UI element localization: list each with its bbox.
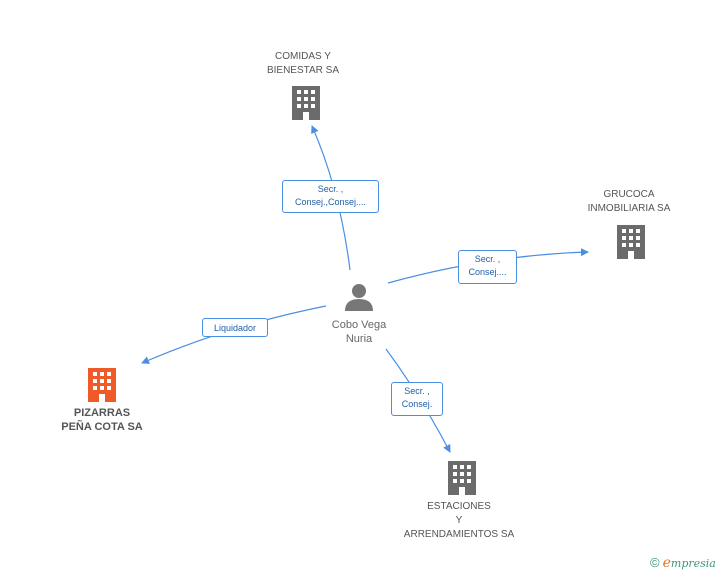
company-name-line: ESTACIONES bbox=[427, 501, 491, 512]
company-name-line: ARRENDAMIENTOS SA bbox=[403, 529, 515, 540]
relation-role-line: Secr. , bbox=[474, 254, 501, 264]
brand-name: mpresia bbox=[670, 557, 716, 570]
relation-role-line: Consej.,Consej.... bbox=[294, 197, 367, 207]
relation-label-grucoca[interactable]: Secr. , Consej.... bbox=[458, 250, 517, 284]
relation-label-pizarras[interactable]: Liquidador bbox=[202, 318, 268, 337]
company-label-estaciones[interactable]: ESTACIONES Y ARRENDAMIENTOS SA bbox=[394, 500, 524, 542]
building-icon-highlighted[interactable] bbox=[88, 368, 116, 402]
person-name-line: Nuria bbox=[345, 333, 373, 345]
copyright-symbol: © bbox=[650, 555, 660, 570]
company-name-line: BIENESTAR SA bbox=[266, 65, 340, 76]
relation-label-comidas[interactable]: Secr. , Consej.,Consej.... bbox=[282, 180, 379, 213]
brand-first-letter: e bbox=[662, 555, 671, 571]
person-name-line: Cobo Vega bbox=[331, 319, 387, 331]
person-label[interactable]: Cobo Vega Nuria bbox=[314, 318, 404, 346]
relation-label-estaciones[interactable]: Secr. , Consej. bbox=[391, 382, 443, 416]
relation-role-line: Secr. , bbox=[317, 184, 344, 194]
company-label-pizarras[interactable]: PIZARRAS PEÑA COTA SA bbox=[42, 406, 162, 434]
building-icon[interactable] bbox=[448, 461, 476, 495]
company-label-grucoca[interactable]: GRUCOCA INMOBILIARIA SA bbox=[570, 188, 688, 216]
person-icon[interactable] bbox=[345, 284, 373, 311]
company-name-line: PEÑA COTA SA bbox=[61, 421, 143, 433]
relation-role-line: Liquidador bbox=[213, 323, 257, 333]
company-name-line: GRUCOCA bbox=[603, 189, 655, 200]
empresia-logo[interactable]: ©empresia bbox=[650, 555, 716, 573]
company-label-comidas[interactable]: COMIDAS Y BIENESTAR SA bbox=[246, 50, 360, 78]
building-icon[interactable] bbox=[617, 225, 645, 259]
building-icon[interactable] bbox=[292, 86, 320, 120]
relation-role-line: Consej.... bbox=[468, 267, 507, 277]
company-name-line: COMIDAS Y bbox=[275, 51, 331, 62]
company-name-line: Y bbox=[455, 515, 463, 526]
company-name-line: INMOBILIARIA SA bbox=[587, 203, 671, 214]
relation-role-line: Secr. , bbox=[404, 386, 430, 396]
relation-role-line: Consej. bbox=[401, 399, 433, 409]
company-name-line: PIZARRAS bbox=[73, 407, 131, 419]
